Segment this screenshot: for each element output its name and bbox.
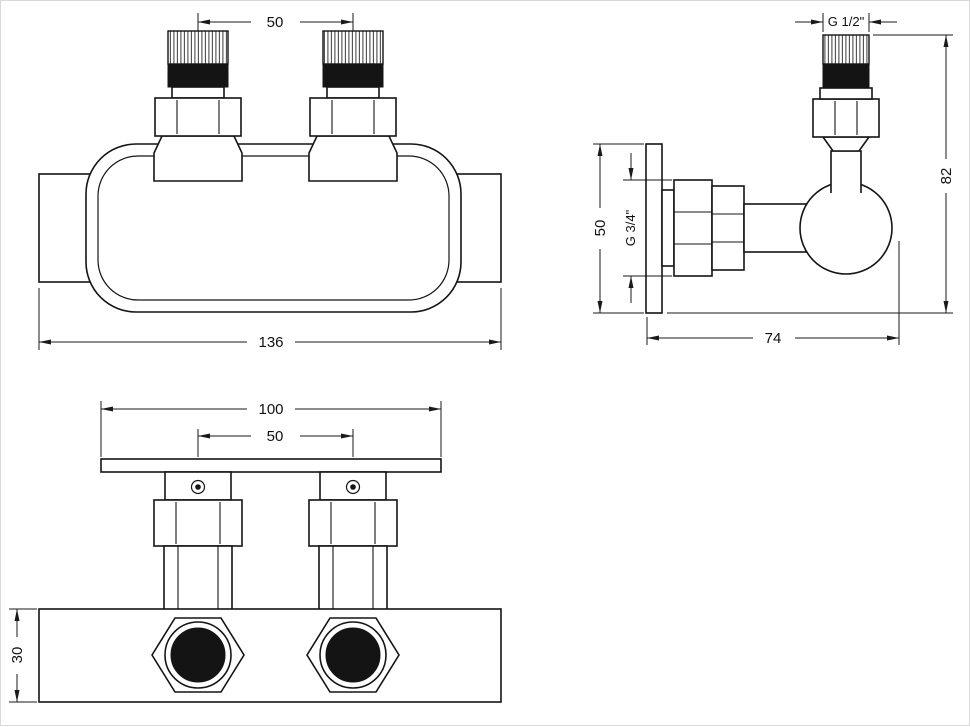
hex-body	[711, 185, 745, 271]
bottom-port-right	[306, 617, 400, 693]
front-dim-width: 136	[38, 288, 502, 351]
screw-icon	[345, 479, 361, 495]
bottom-dim-pitch: 50	[197, 428, 354, 457]
hex-boss	[151, 617, 245, 693]
valve-tail	[318, 545, 388, 612]
seal-band	[167, 63, 229, 88]
side-dim-top-thread: G 1/2"	[795, 13, 897, 32]
screw-center	[195, 484, 201, 490]
thread-section	[822, 34, 870, 65]
bottom-dim-plate-width: 100	[100, 401, 442, 457]
valve-bonnet	[153, 135, 243, 182]
front-body	[38, 143, 502, 313]
side-dim-side-thread: G 3/4"	[623, 153, 672, 303]
bottom-port-left	[151, 617, 245, 693]
collar	[171, 86, 225, 99]
thread-section	[322, 30, 384, 65]
hex-nut	[153, 499, 243, 547]
taper	[821, 136, 871, 152]
side-height-label: 82	[938, 168, 955, 185]
port-plug	[325, 627, 381, 683]
bottom-connector-right	[308, 471, 398, 612]
hex-union	[673, 179, 713, 277]
bottom-connector-left	[153, 471, 243, 612]
wall-plate	[645, 143, 663, 314]
thread-section	[167, 30, 229, 65]
hex-nut	[309, 97, 397, 137]
side-dim-plate-height: 50	[592, 143, 644, 314]
collar	[326, 86, 380, 99]
bottom-plate-width-label: 100	[258, 401, 283, 418]
front-width-label: 136	[258, 334, 283, 351]
bottom-assembly	[38, 458, 502, 703]
port-bore	[319, 621, 387, 689]
collar	[819, 87, 873, 100]
port-plug	[170, 627, 226, 683]
valve-bonnet	[308, 135, 398, 182]
hex-nut	[812, 98, 880, 138]
bottom-pitch-label: 50	[267, 428, 284, 445]
side-view: G 1/2" 82 50 G 3/4"	[592, 13, 955, 347]
bottom-body-height-label: 30	[9, 647, 26, 664]
mounting-plate	[100, 458, 442, 473]
front-body-inner-line	[97, 155, 450, 301]
neck	[743, 203, 807, 253]
front-dim-pitch: 50	[197, 13, 354, 31]
bottom-view: 100 50 30	[9, 401, 502, 703]
screw-icon	[190, 479, 206, 495]
hex-nut	[154, 97, 242, 137]
side-valve-body	[645, 34, 893, 314]
side-top-thread-label: G 1/2"	[828, 14, 865, 29]
front-connector-left	[153, 30, 243, 182]
front-view: 50 136	[38, 13, 502, 351]
hex-nut	[308, 499, 398, 547]
side-dim-depth: 74	[646, 241, 900, 347]
connector-block	[164, 471, 232, 501]
front-pitch-label: 50	[267, 14, 284, 31]
side-dim-height: 82	[667, 34, 955, 314]
seal-band	[322, 63, 384, 88]
hex-boss	[306, 617, 400, 693]
front-connector-right	[308, 30, 398, 182]
manifold-body	[38, 608, 502, 703]
valve-tail	[163, 545, 233, 612]
front-body-outline	[85, 143, 462, 313]
screw-center	[350, 484, 356, 490]
side-side-thread-label: G 3/4"	[623, 209, 638, 246]
seal-band	[822, 63, 870, 89]
side-depth-label: 74	[765, 330, 782, 347]
bottom-dim-body-height: 30	[9, 608, 37, 703]
flange	[661, 189, 675, 267]
riser-pipe	[830, 150, 862, 193]
valve-sphere	[799, 181, 893, 275]
port-bore	[164, 621, 232, 689]
side-plate-height-label: 50	[592, 220, 609, 237]
